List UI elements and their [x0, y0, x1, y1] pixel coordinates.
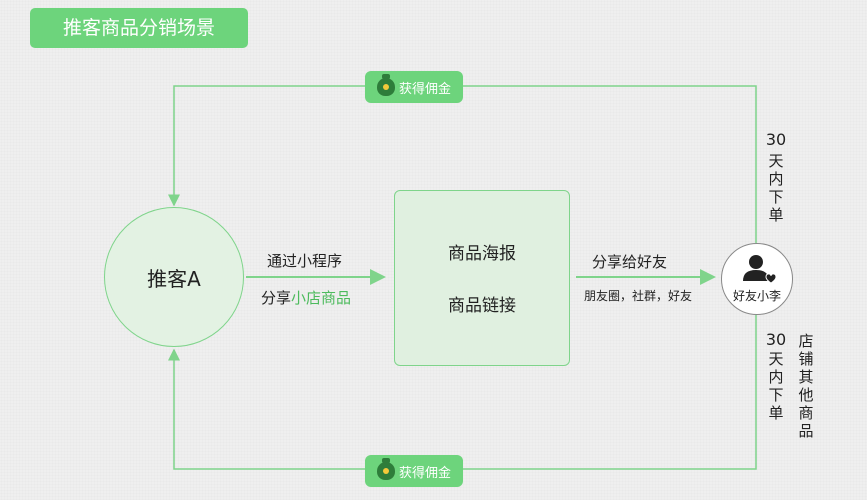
arrow-left-bottom-label: 分享小店商品 — [261, 287, 351, 308]
right-side-text: 店铺其他商品 — [798, 332, 814, 440]
right-bottom-text: 天内下单 — [768, 350, 784, 422]
node-friend: 好友小李 — [721, 243, 793, 315]
node-pusher-a-label: 推客A — [147, 266, 201, 291]
commission-badge-top: 获得佣金 — [365, 71, 463, 103]
arrow-right-top-label: 分享给好友 — [592, 253, 668, 271]
money-bag-icon — [376, 458, 395, 480]
money-bag-icon — [376, 74, 395, 96]
commission-bottom-label: 获得佣金 — [398, 465, 451, 481]
right-bottom-number: 30 — [765, 330, 787, 349]
arrow-left-bottom-highlight: 小店商品 — [291, 289, 352, 307]
right-top-number: 30 — [765, 130, 787, 149]
node-friend-label: 好友小李 — [732, 289, 781, 303]
user-heart-icon — [743, 255, 777, 284]
page-title: 推客商品分销场景 — [30, 8, 248, 48]
commission-badge-bottom: 获得佣金 — [365, 455, 463, 487]
poster-line-2: 商品链接 — [448, 296, 516, 316]
poster-line-1: 商品海报 — [448, 244, 516, 264]
node-pusher-a: 推客A — [104, 207, 244, 347]
arrow-left-top-label: 通过小程序 — [267, 252, 343, 270]
arrow-right-bottom-label: 朋友圈，社群，好友 — [584, 289, 693, 303]
node-poster: 商品海报 商品链接 — [394, 190, 570, 366]
right-top-text: 天内下单 — [768, 152, 784, 224]
arrow-left-bottom-prefix: 分享 — [261, 289, 292, 307]
commission-top-label: 获得佣金 — [398, 81, 451, 97]
